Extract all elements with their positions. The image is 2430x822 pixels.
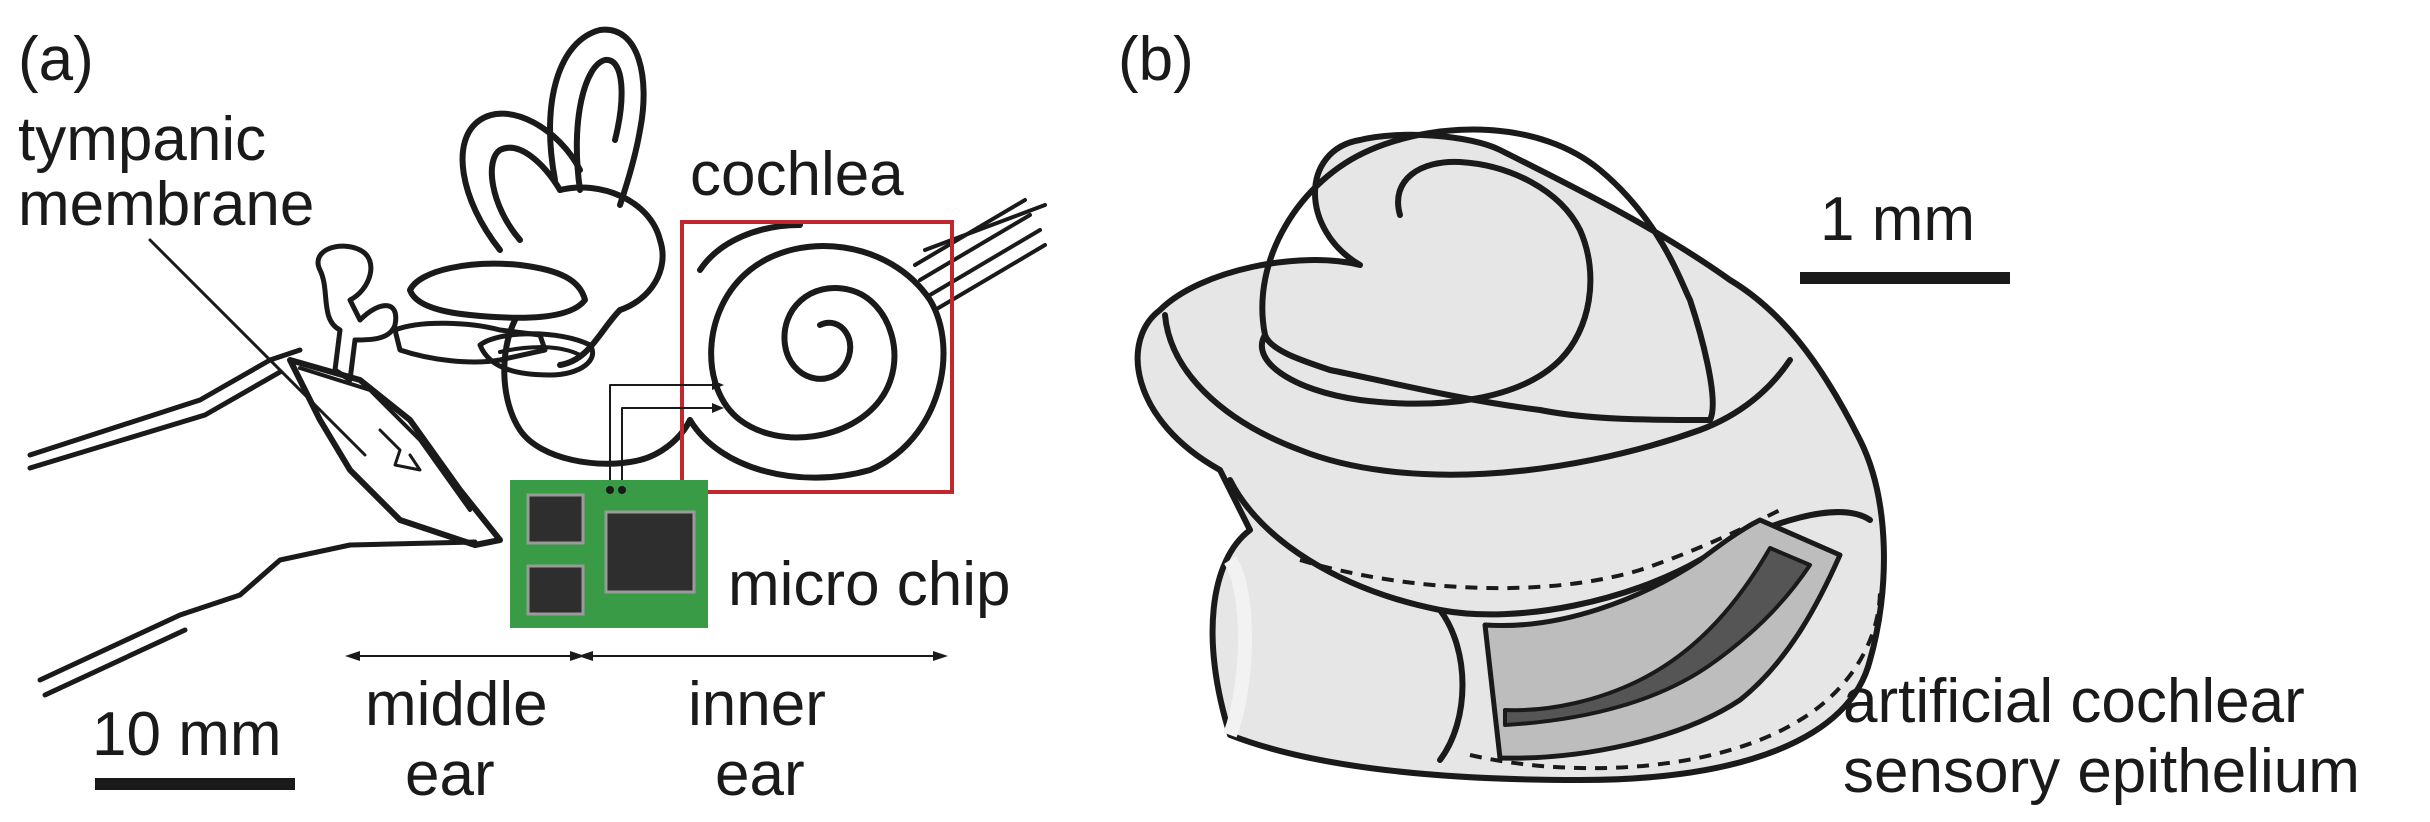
middle-ear-label-line1: middle — [365, 670, 548, 739]
tympanic-membrane — [287, 357, 503, 548]
panel-a: (a) tympanic membrane — [18, 25, 1047, 809]
cochlea-highlight — [1223, 556, 1252, 738]
hidden-edge-bottom — [1469, 589, 1882, 771]
epithelium-inner — [1503, 546, 1812, 727]
chip-component-1 — [526, 493, 585, 545]
tympanic-pointer-line — [148, 238, 367, 457]
chip-processor — [604, 510, 696, 594]
chip-wires — [609, 380, 724, 484]
cochlea-middle-whorl — [1162, 312, 1793, 478]
epithelium-label-line1: artificial cochlear — [1843, 667, 2305, 736]
inner-ear-label-line1: inner — [688, 670, 826, 739]
scale-bar-b — [1800, 272, 2010, 284]
ossicles — [315, 243, 595, 383]
semicircular-canals — [407, 26, 693, 467]
ear-canal — [27, 347, 478, 698]
micro-chip-label: micro chip — [728, 550, 1011, 619]
cochlea-drawing — [687, 198, 1047, 481]
cochlea-highlight-box — [680, 220, 954, 494]
epithelium-label-line2: sensory epithelium — [1843, 737, 2360, 806]
scale-bar-a — [95, 778, 295, 790]
chip-component-2 — [526, 564, 585, 616]
scale-bar-a-label: 10 mm — [92, 700, 281, 769]
ear-region-arrows — [345, 651, 948, 661]
tympanic-label-line1: tympanic — [18, 105, 266, 174]
cochlea-lower-whorl-edge — [1227, 477, 1873, 618]
middle-ear-label-line2: ear — [405, 740, 495, 809]
micro-chip — [510, 480, 708, 628]
inner-ear-label-line2: ear — [715, 740, 805, 809]
cochlea-base-cut — [1437, 607, 1466, 763]
panel-a-label: (a) — [18, 25, 94, 94]
cochlea-apex — [1259, 126, 1716, 423]
cochlea-apex-spiral — [1258, 158, 1594, 407]
scale-bar-b-label: 1 mm — [1820, 185, 1975, 254]
panel-b: (b) 1 mm artificial cochlear sensory epi… — [1118, 25, 2360, 806]
tympanic-label-line2: membrane — [18, 170, 314, 239]
panel-b-label: (b) — [1118, 25, 1194, 94]
cochlea-label: cochlea — [690, 140, 904, 209]
